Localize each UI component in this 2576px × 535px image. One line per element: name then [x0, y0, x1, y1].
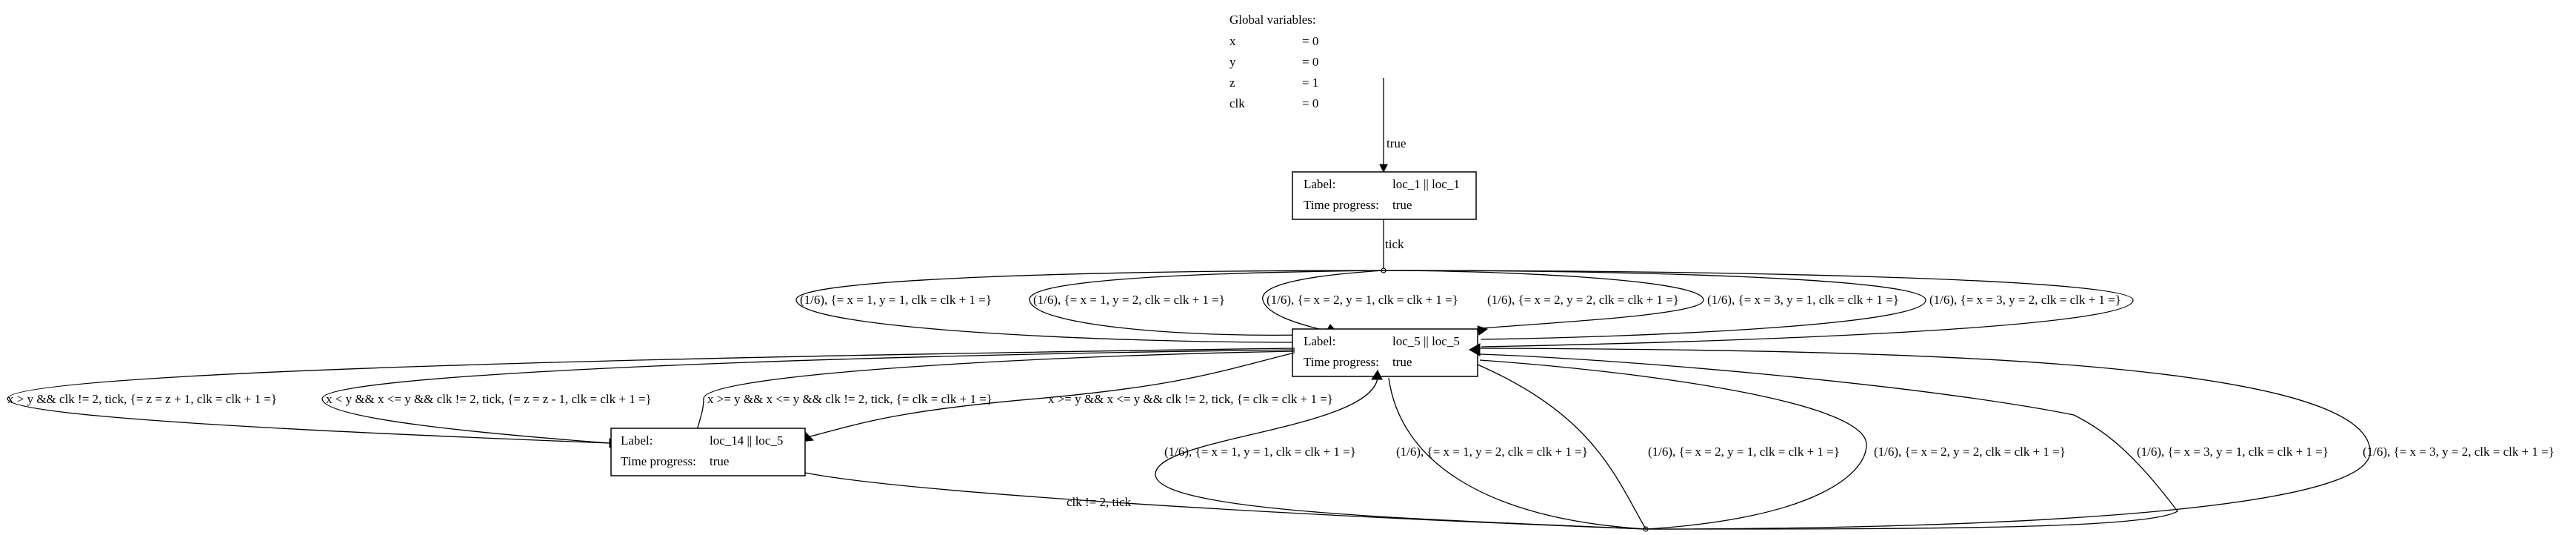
- guard-edge-label: x < y && x <= y && clk != 2, tick, {= z …: [326, 392, 652, 406]
- top-branch-edge: [1262, 270, 1384, 331]
- bottom-branch-label: (1/6), {= x = 1, y = 2, clk = clk + 1 =}: [1396, 445, 1588, 459]
- tick-edge-label: tick: [1385, 237, 1404, 251]
- guard-edge: [807, 352, 1295, 438]
- node-label-key: Label:: [621, 433, 653, 448]
- node-label-value: loc_1 || loc_1: [1392, 177, 1460, 191]
- branch-arrowhead: [1468, 343, 1481, 356]
- branch-arrowhead: [1477, 325, 1489, 336]
- initial-edge: true: [1379, 78, 1406, 173]
- guard-edge-label: x > y && clk != 2, tick, {= z = z + 1, c…: [7, 392, 277, 406]
- bottom-branch-edge: [1479, 348, 2371, 530]
- state-node-box: [610, 428, 806, 476]
- node-time-progress-value: true: [1392, 198, 1412, 212]
- top-branch-label: (1/6), {= x = 2, y = 2, clk = clk + 1 =}: [1487, 293, 1679, 307]
- guard-edge: [695, 350, 1295, 438]
- top-branch-label: (1/6), {= x = 1, y = 1, clk = clk + 1 =}: [800, 293, 992, 307]
- initial-edge-arrowhead: [1379, 164, 1388, 173]
- branch-arrowhead: [1371, 370, 1383, 380]
- bottom-branch-edge: [1155, 377, 1646, 530]
- bottom-tick-edge-line: [804, 472, 1646, 530]
- node-label-value: loc_5 || loc_5: [1392, 334, 1460, 348]
- state-node-loc1: Label: loc_1 || loc_1 Time progress: tru…: [1292, 171, 1477, 220]
- guard-edge: [7, 348, 1295, 444]
- top-branch-edge: [795, 270, 1384, 343]
- edges-to-loc14: x > y && clk != 2, tick, {= z = z + 1, c…: [7, 348, 1333, 448]
- bottom-branch-edge: [1477, 364, 1646, 530]
- guard-edge-label: x >= y && x <= y && clk != 2, tick, {= c…: [1048, 392, 1333, 406]
- top-branch-label: (1/6), {= x = 3, y = 2, clk = clk + 1 =}: [1929, 293, 2121, 307]
- top-branch-edge: [1383, 270, 2134, 348]
- bottom-branch-edge: [1479, 353, 2178, 530]
- initial-edge-label: true: [1387, 136, 1406, 150]
- top-branch-label: (1/6), {= x = 1, y = 2, clk = clk + 1 =}: [1033, 293, 1225, 307]
- node-label-value: loc_14 || loc_5: [710, 433, 783, 448]
- node-label-key: Label:: [1304, 177, 1335, 191]
- top-branch-label: (1/6), {= x = 3, y = 1, clk = clk + 1 =}: [1707, 293, 1899, 307]
- globals-title: Global variables:: [1229, 13, 1316, 27]
- global-var-value: = 1: [1302, 76, 1318, 90]
- global-var-name: x: [1229, 34, 1236, 48]
- bottom-branches: (1/6), {= x = 1, y = 1, clk = clk + 1 =}…: [1155, 343, 2555, 530]
- node-time-progress-key: Time progress:: [621, 454, 696, 468]
- bottom-branch-label: (1/6), {= x = 3, y = 2, clk = clk + 1 =}: [2363, 445, 2555, 459]
- bottom-branch-label: (1/6), {= x = 2, y = 2, clk = clk + 1 =}: [1874, 445, 2066, 459]
- state-node-loc5: Label: loc_5 || loc_5 Time progress: tru…: [1292, 328, 1478, 377]
- top-branch-edge: [1383, 270, 1704, 329]
- bottom-branch-edge: [1479, 359, 1867, 530]
- node-label-key: Label:: [1304, 334, 1335, 348]
- top-branch-label: (1/6), {= x = 2, y = 1, clk = clk + 1 =}: [1267, 293, 1458, 307]
- top-branch-edge: [1029, 270, 1384, 336]
- node-time-progress-key: Time progress:: [1304, 355, 1379, 369]
- bottom-branch-label: (1/6), {= x = 1, y = 1, clk = clk + 1 =}: [1164, 445, 1356, 459]
- global-var-value: = 0: [1302, 96, 1318, 110]
- guard-edge-label: x >= y && x <= y && clk != 2, tick, {= c…: [707, 392, 992, 406]
- bottom-tick-edge-label: clk != 2, tick: [1067, 495, 1132, 509]
- state-node-loc14: Label: loc_14 || loc_5 Time progress: tr…: [610, 428, 806, 476]
- state-node-box: [1292, 171, 1477, 220]
- state-node-box: [1292, 328, 1478, 377]
- global-var-name: clk: [1229, 96, 1245, 110]
- global-var-value: = 0: [1302, 55, 1318, 69]
- top-branches: (1/6), {= x = 1, y = 1, clk = clk + 1 =}…: [795, 270, 2134, 348]
- node-time-progress-value: true: [1392, 355, 1412, 369]
- bottom-branch-edge: [1388, 377, 1646, 530]
- global-var-value: = 0: [1302, 34, 1318, 48]
- tick-edge: tick: [1381, 219, 1404, 273]
- top-branch-edge: [1383, 270, 1926, 340]
- node-time-progress-value: true: [710, 454, 729, 468]
- bottom-branch-label: (1/6), {= x = 2, y = 1, clk = clk + 1 =}: [1648, 445, 1840, 459]
- global-var-name: y: [1229, 55, 1236, 69]
- node-time-progress-key: Time progress:: [1304, 198, 1379, 212]
- bottom-branch-label: (1/6), {= x = 3, y = 1, clk = clk + 1 =}: [2137, 445, 2329, 459]
- global-var-name: z: [1229, 76, 1235, 90]
- guard-edge: [321, 349, 1295, 444]
- global-variables: Global variables: x = 0 y = 0 z = 1 clk …: [1229, 13, 1318, 110]
